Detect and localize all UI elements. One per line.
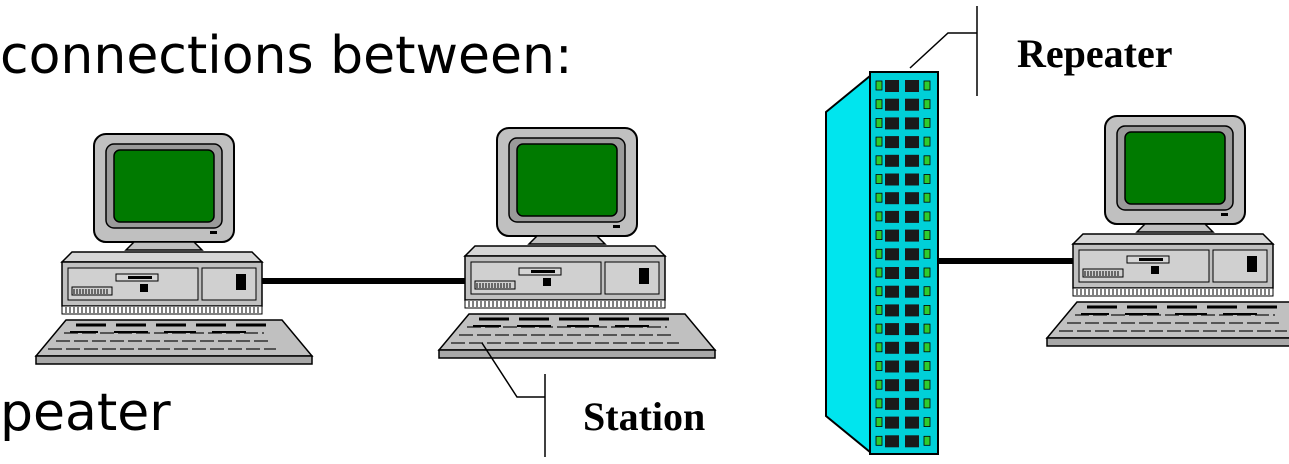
computer-icon	[439, 128, 715, 358]
hub-port-led	[876, 81, 882, 90]
hub-port	[905, 211, 919, 223]
hub-port-led	[924, 100, 930, 109]
computer-icon	[1047, 116, 1289, 346]
hub-port-led	[876, 193, 882, 202]
hub-port-led	[876, 343, 882, 352]
hub-port-led	[924, 118, 930, 127]
hub-port	[905, 248, 919, 260]
hub-port	[905, 398, 919, 410]
hub-port	[885, 342, 899, 354]
hub-port-led	[876, 249, 882, 258]
hub-port-led	[924, 193, 930, 202]
hub-port-led	[876, 380, 882, 389]
heading-connections: connections between:	[0, 30, 573, 82]
hub-port-led	[924, 268, 930, 277]
hub-port-led	[924, 305, 930, 314]
hub-port	[905, 155, 919, 167]
hub-port	[885, 379, 899, 391]
hub-port-led	[924, 212, 930, 221]
hub-port	[885, 230, 899, 242]
repeater-label: Repeater	[1017, 34, 1172, 74]
hub-port-led	[876, 287, 882, 296]
hub-port-led	[924, 287, 930, 296]
hub-port-led	[876, 305, 882, 314]
hub-port	[905, 267, 919, 279]
hub-port-led	[924, 380, 930, 389]
hub-port-led	[924, 399, 930, 408]
hub-port-led	[876, 362, 882, 371]
hub-port-led	[924, 343, 930, 352]
hub-port-led	[876, 156, 882, 165]
hub-port	[885, 286, 899, 298]
hub-port-led	[924, 436, 930, 445]
hub-port	[885, 136, 899, 148]
hub-port	[885, 398, 899, 410]
hub-port-led	[876, 231, 882, 240]
hub-port-led	[924, 231, 930, 240]
hub-port-led	[924, 81, 930, 90]
hub-port	[905, 304, 919, 316]
hub-port	[905, 174, 919, 186]
hub-port-led	[876, 100, 882, 109]
hub-port	[905, 192, 919, 204]
hub-port-led	[924, 418, 930, 427]
hub-port	[905, 435, 919, 447]
heading-repeater-fragment: peater	[0, 387, 171, 439]
hub-port	[885, 117, 899, 129]
hub-port	[885, 361, 899, 373]
hub-port-led	[924, 175, 930, 184]
hub-port	[905, 117, 919, 129]
repeater-hub-icon	[826, 72, 938, 454]
hub-port-led	[876, 436, 882, 445]
hub-port	[905, 80, 919, 92]
repeater-callout-line	[910, 33, 977, 68]
hub-port	[885, 267, 899, 279]
hub-port	[885, 323, 899, 335]
hub-port	[885, 174, 899, 186]
hub-port-led	[876, 137, 882, 146]
hub-port	[905, 379, 919, 391]
hub-port	[885, 155, 899, 167]
hub-port-led	[876, 175, 882, 184]
hub-port-led	[876, 268, 882, 277]
hub-port	[905, 342, 919, 354]
hub-port-led	[924, 362, 930, 371]
hub-port	[885, 99, 899, 111]
hub-port-led	[876, 212, 882, 221]
computer-icon	[36, 134, 312, 364]
hub-port	[885, 211, 899, 223]
hub-port-led	[924, 324, 930, 333]
hub-port-led	[924, 137, 930, 146]
hub-port	[905, 286, 919, 298]
hub-port	[905, 230, 919, 242]
hub-port-led	[876, 399, 882, 408]
hub-port	[885, 435, 899, 447]
hub-port-led	[924, 249, 930, 258]
hub-port-led	[876, 118, 882, 127]
hub-port	[905, 417, 919, 429]
hub-port	[885, 417, 899, 429]
hub-port-led	[876, 418, 882, 427]
hub-port	[885, 304, 899, 316]
hub-port-led	[876, 324, 882, 333]
hub-port	[905, 136, 919, 148]
hub-port	[905, 99, 919, 111]
hub-port	[885, 248, 899, 260]
hub-port	[905, 361, 919, 373]
hub-port-led	[924, 156, 930, 165]
hub-port	[885, 192, 899, 204]
hub-port	[885, 80, 899, 92]
hub-port	[905, 323, 919, 335]
station-label: Station	[583, 397, 705, 437]
